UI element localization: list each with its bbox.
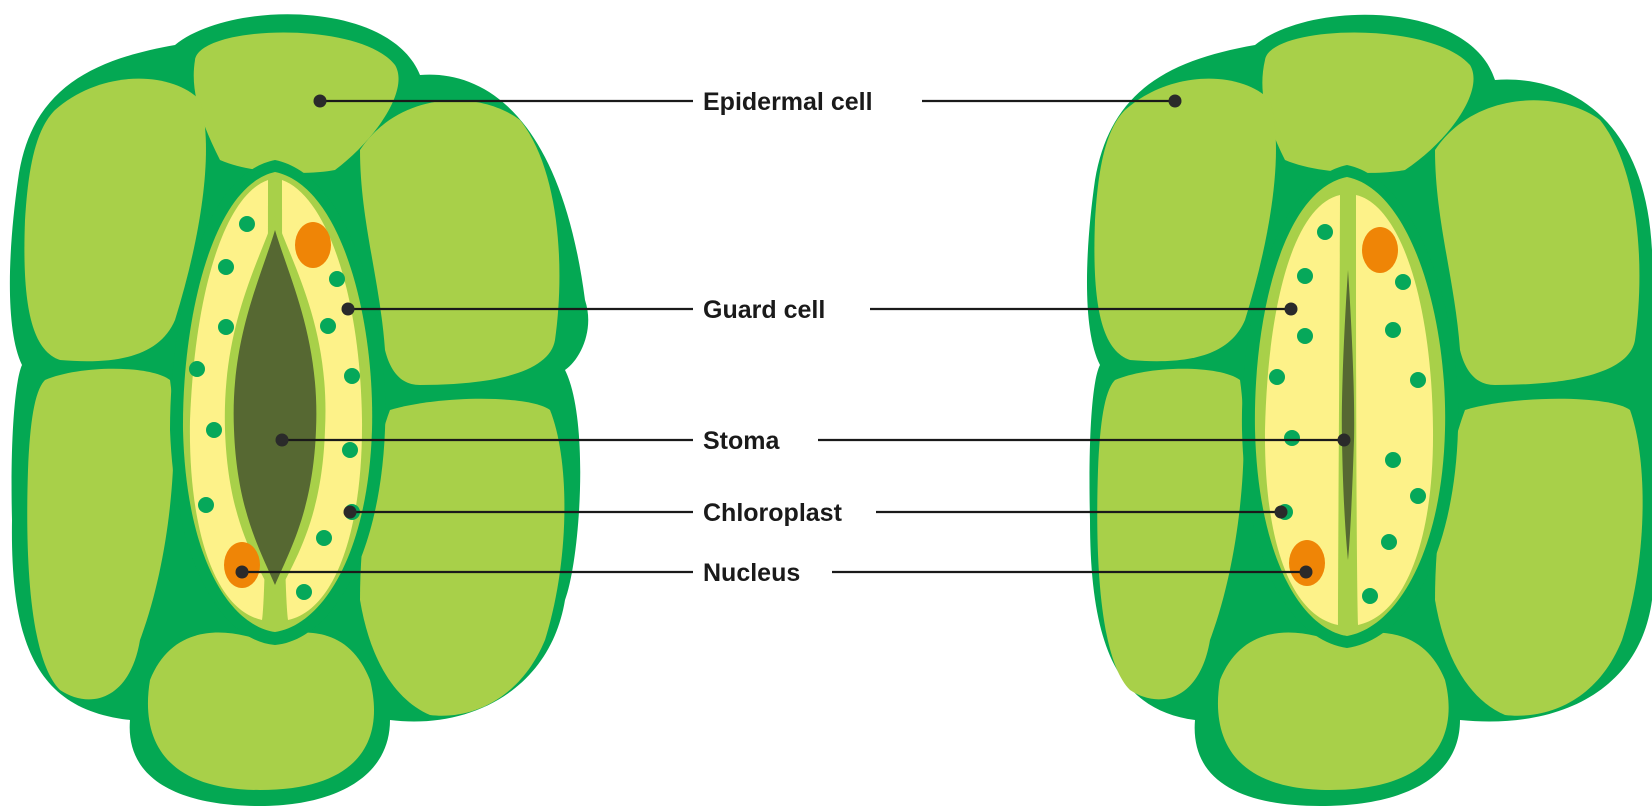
pointer-dot <box>1338 434 1351 447</box>
label-stoma: Stoma <box>703 427 781 455</box>
chloroplast <box>1362 588 1378 604</box>
chloroplast <box>218 319 234 335</box>
chloroplast <box>206 422 222 438</box>
pointer-dot <box>1169 95 1182 108</box>
chloroplast <box>316 530 332 546</box>
chloroplast <box>296 584 312 600</box>
nucleus-right-guard-cell <box>1362 227 1398 273</box>
label-nucleus: Nucleus <box>703 559 800 587</box>
epidermal-cell-right-upper <box>360 100 559 385</box>
pointer-dot <box>276 434 289 447</box>
labels: Epidermal cell Guard cell Stoma Chloropl… <box>703 88 873 587</box>
pointer-dot <box>342 303 355 316</box>
chloroplast <box>1284 430 1300 446</box>
chloroplast <box>1410 372 1426 388</box>
chloroplast <box>1385 452 1401 468</box>
epidermal-cell-bottom <box>1218 633 1449 790</box>
label-chloroplast: Chloroplast <box>703 499 843 527</box>
pointer-dot <box>314 95 327 108</box>
nucleus-left-guard-cell <box>224 542 260 588</box>
chloroplast <box>320 318 336 334</box>
open-stoma-illustration <box>10 14 588 806</box>
pointer-dot <box>1275 506 1288 519</box>
epidermal-cell-right-upper <box>1435 100 1639 385</box>
pointer-dot <box>1285 303 1298 316</box>
chloroplast <box>1317 224 1333 240</box>
epidermal-cell-bottom <box>148 633 374 790</box>
chloroplast <box>1269 369 1285 385</box>
chloroplast <box>1410 488 1426 504</box>
chloroplast <box>1297 268 1313 284</box>
pointer-dot <box>344 506 357 519</box>
label-guard-cell: Guard cell <box>703 296 825 324</box>
chloroplast <box>342 442 358 458</box>
chloroplast <box>239 216 255 232</box>
pointer-dot <box>236 566 249 579</box>
label-epidermal-cell: Epidermal cell <box>703 88 873 116</box>
chloroplast <box>189 361 205 377</box>
chloroplast <box>344 368 360 384</box>
chloroplast <box>1297 328 1313 344</box>
chloroplast <box>329 271 345 287</box>
nucleus-left-guard-cell <box>1289 540 1325 586</box>
chloroplast <box>1385 322 1401 338</box>
chloroplast <box>218 259 234 275</box>
closed-stoma-illustration <box>1087 15 1652 806</box>
chloroplast <box>198 497 214 513</box>
chloroplast <box>1395 274 1411 290</box>
chloroplast <box>1381 534 1397 550</box>
pointer-dot <box>1300 566 1313 579</box>
nucleus-right-guard-cell <box>295 222 331 268</box>
